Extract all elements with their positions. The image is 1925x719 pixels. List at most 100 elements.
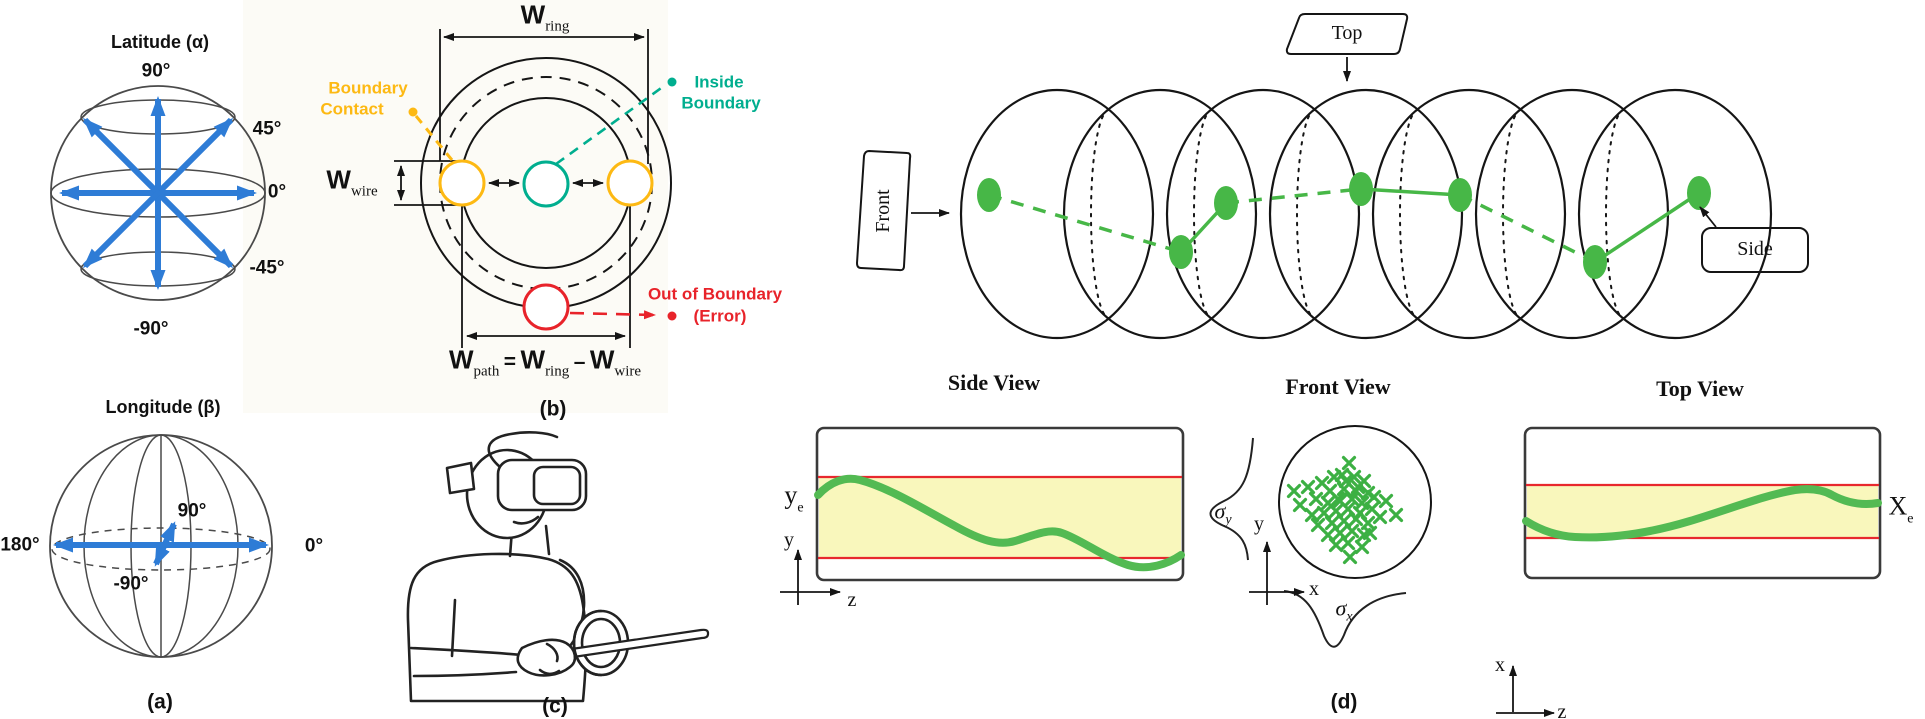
sigma-y-main: σ <box>1214 498 1226 524</box>
scatter-x <box>1308 491 1324 507</box>
w-ring-label: Wring <box>521 2 570 35</box>
out-of-boundary-circle <box>522 283 570 331</box>
scatter-x <box>1286 483 1302 499</box>
w-path-formula: Wpath = Wring – Wwire <box>449 347 641 380</box>
lat-label-0: 0° <box>267 181 287 203</box>
sigma-x-sub: x <box>1346 609 1353 625</box>
scatter-x <box>1341 455 1357 471</box>
caption-d: (d) <box>1330 690 1358 714</box>
front-axis-y: y <box>1254 513 1264 535</box>
front-flag-label: Front <box>872 189 894 233</box>
scatter-x <box>1340 535 1356 551</box>
inside-boundary-label-2: Boundary <box>681 93 761 113</box>
scatter-x <box>1372 509 1388 525</box>
ye-label: ye <box>784 482 804 516</box>
torso <box>406 552 588 703</box>
scatter-x <box>1342 549 1358 565</box>
boundary-contact-circle-left <box>438 159 486 207</box>
trajectory-dot <box>1349 172 1373 206</box>
front-axes <box>1249 541 1305 605</box>
trajectory-dot <box>977 178 1001 212</box>
trajectory-segment <box>1225 187 1362 205</box>
w-wire-label: Wwire <box>326 167 377 200</box>
side-view-title: Side View <box>947 370 1041 395</box>
sigma-y-label: σy <box>1214 498 1231 528</box>
trajectory-segment <box>988 193 1182 254</box>
sigma-x-main: σ <box>1335 595 1347 621</box>
front-axis-x: x <box>1309 578 1319 600</box>
disc-train <box>959 88 1773 340</box>
w-ring-sub: ring <box>545 18 570 35</box>
scatter-x <box>1366 489 1382 505</box>
ye-sub: e <box>797 500 804 516</box>
side-arrow <box>1699 206 1717 228</box>
front-view-plot <box>1209 425 1432 648</box>
w-path-measure <box>461 190 631 348</box>
scatter-x <box>1328 537 1344 553</box>
error-dot <box>667 311 677 321</box>
boundary-contact-circle-right <box>606 159 654 207</box>
disc-ellipse <box>1577 88 1773 340</box>
formula-w2: W <box>520 344 546 375</box>
w-ring-main: W <box>520 0 546 30</box>
ring-tool-front-arc <box>572 609 603 677</box>
trajectory <box>977 172 1711 279</box>
side-view-plot <box>780 426 1185 605</box>
headset-strap-back <box>445 461 476 495</box>
scatter-x <box>1344 491 1360 507</box>
forearm-top <box>409 646 524 657</box>
scatter-x <box>1338 473 1354 489</box>
error-leader <box>569 310 656 320</box>
side-axis-y: y <box>784 529 794 551</box>
top-axis-x: x <box>1495 654 1505 676</box>
longitude-title: Longitude (β) <box>105 397 221 417</box>
scatter-x <box>1354 539 1370 555</box>
scatter-x <box>1388 507 1404 523</box>
trajectory-segment <box>1360 187 1461 197</box>
boundary-contact-label-1: Boundary <box>328 78 408 98</box>
lat-label-90: 90° <box>141 60 171 82</box>
vr-person <box>406 431 710 703</box>
top-view-plot <box>1496 426 1882 717</box>
lon-label-0: 0° <box>304 535 324 557</box>
front-view-circle <box>1278 425 1432 579</box>
longitude-sphere <box>49 434 273 658</box>
xe-label: Xe <box>1888 491 1914 527</box>
disc-ellipse <box>1165 88 1361 340</box>
formula-s3: wire <box>614 363 642 380</box>
w-wire-sub: wire <box>350 183 378 200</box>
forearm-bottom <box>412 670 518 678</box>
inside-boundary-leader <box>555 84 665 166</box>
scatter-xmarks <box>1286 455 1404 565</box>
xe-main: X <box>1888 491 1908 521</box>
front-view-title: Front View <box>1285 374 1391 399</box>
lat-label-n90: -90° <box>133 318 169 340</box>
top-trajectory-curve <box>1522 485 1882 542</box>
out-of-boundary-label-2: (Error) <box>693 306 747 326</box>
front-flag-box <box>855 149 912 272</box>
latitude-sphere <box>50 85 266 301</box>
disc-back-arc <box>1296 109 1316 319</box>
disc-back-arc <box>1399 109 1419 319</box>
scatter-x <box>1346 469 1362 485</box>
lon-label-90: 90° <box>177 500 207 522</box>
trajectory-segment <box>1459 193 1596 264</box>
out-of-boundary-label-1: Out of Boundary <box>647 284 783 304</box>
top-axis-z: z <box>1557 701 1567 719</box>
w-ring-measure <box>439 29 649 164</box>
w-wire-main: W <box>326 164 351 195</box>
boundary-contact-label-2: Contact <box>320 99 384 119</box>
side-axes <box>780 549 841 605</box>
disc-back-arc <box>1193 109 1213 319</box>
xe-sub: e <box>1907 511 1914 527</box>
side-flag-box <box>1701 227 1809 273</box>
disc-back-arc <box>1502 109 1522 319</box>
top-flag-box <box>1285 13 1409 55</box>
trajectory-dot <box>1214 186 1238 220</box>
scatter-x <box>1304 507 1320 523</box>
inside-boundary-circle <box>522 160 570 208</box>
hand <box>516 638 577 677</box>
latitude-title: Latitude (α) <box>110 32 210 52</box>
